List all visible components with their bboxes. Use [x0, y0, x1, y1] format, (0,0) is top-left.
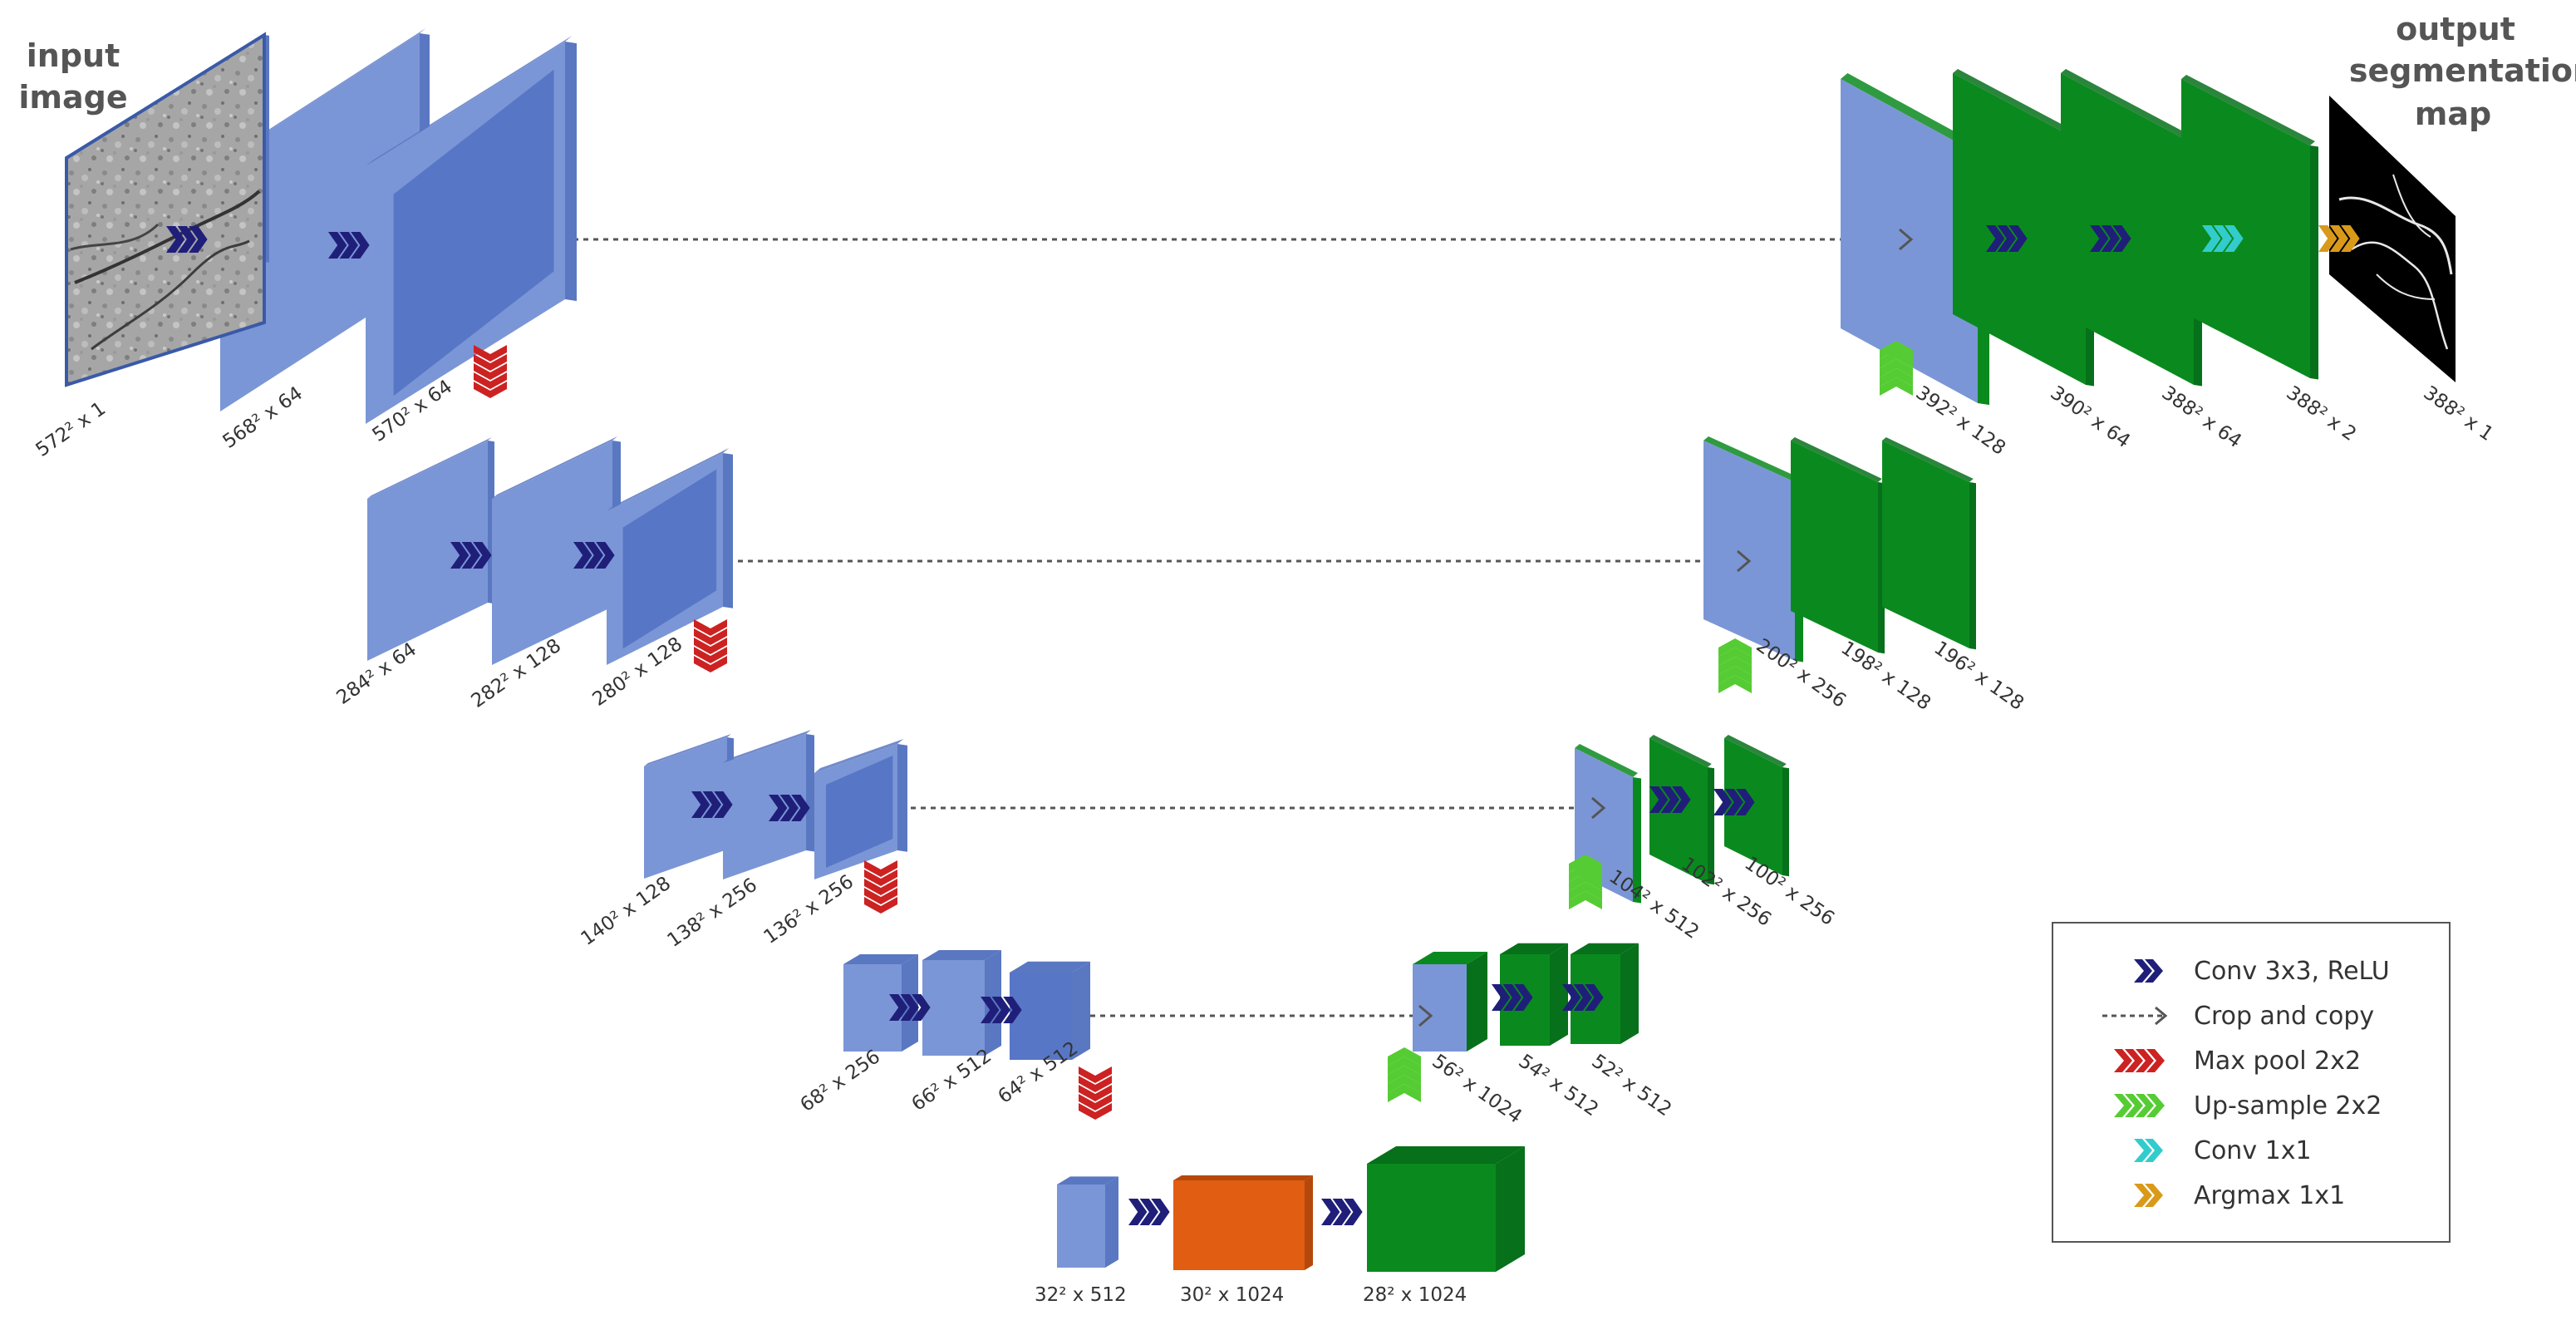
dim-label: 136² x 256 [760, 871, 858, 948]
dim-label: 140² x 128 [578, 873, 676, 950]
legend-label-crop-copy: Crop and copy [2194, 1002, 2374, 1031]
output-map-vessel-2 [2351, 241, 2449, 350]
crop-copy-connections [474, 238, 1903, 1017]
dim-label: 196² x 128 [1930, 638, 2028, 715]
encoder-block-280x128 [607, 448, 733, 665]
conv-3x3-arrow-15 [2090, 225, 2131, 252]
encoder-block-64x512 [1010, 961, 1090, 1060]
input-image-title-line1: input [27, 37, 120, 74]
conv-3x3-arrow-12 [1649, 786, 1691, 813]
decoder-block-28x1024 [1367, 1146, 1525, 1272]
dim-label: 388² x 2 [2283, 382, 2361, 446]
max-pool-arrow-4 [1079, 1066, 1112, 1120]
up-sample-arrow-2 [1569, 855, 1602, 909]
legend-icon-conv-3x3 [2134, 959, 2163, 983]
crop-copy-arrowhead-4 [1418, 1004, 1433, 1027]
legend-label-conv-1x1: Conv 1x1 [2194, 1136, 2312, 1165]
output-map-title-line2: segmentation [2349, 52, 2576, 89]
dim-label: 68² x 256 [797, 1046, 885, 1116]
output-map-vessel-1 [2338, 196, 2453, 275]
decoder-block-388x2 [2181, 75, 2318, 380]
legend-icon-conv-1x1 [2134, 1139, 2163, 1162]
conv-3x3-arrow-13 [1713, 789, 1755, 815]
dim-label: 388² x 1 [2420, 382, 2498, 446]
dim-label: 54² x 512 [1515, 1051, 1603, 1121]
conv-3x3-arrow-0 [166, 226, 208, 253]
conv-3x3-arrow-1 [328, 232, 370, 259]
output-segmentation-map [2329, 96, 2456, 382]
output-map-title-line3: map [2415, 96, 2491, 132]
output-map-vessel-4 [2376, 273, 2436, 300]
legend-icon-crop-copy [2102, 1006, 2168, 1026]
decoder-block-200x256 [1703, 436, 1803, 662]
dim-label: 30² x 1024 [1180, 1284, 1284, 1306]
conv-3x3-arrow-5 [769, 795, 810, 821]
crop-copy-arrowhead-3 [1591, 796, 1606, 820]
encoder-block-284x64 [367, 437, 494, 661]
encoder-block-136x256 [814, 739, 907, 879]
conv-3x3-arrow-14 [1986, 225, 2028, 252]
legend-label-max-pool: Max pool 2x2 [2194, 1047, 2361, 1076]
max-pool-arrow-3 [864, 860, 897, 914]
conv-3x3-arrow-7 [981, 997, 1022, 1023]
conv-3x3-arrow-6 [889, 994, 931, 1021]
decoder-block-196x128 [1882, 437, 1976, 650]
legend-label-conv-3x3: Conv 3x3, ReLU [2194, 957, 2390, 986]
dim-label: 572² x 1 [32, 398, 111, 461]
legend-label-up-sample: Up-sample 2x2 [2194, 1091, 2382, 1121]
crop-copy-arrowhead-2 [1737, 549, 1752, 573]
up-sample-arrow-1 [1388, 1047, 1421, 1102]
legend-icon-argmax [2134, 1184, 2163, 1207]
input-image-texture [65, 32, 266, 387]
encoder-block-32x512 [1057, 1176, 1118, 1268]
output-map-vessel-3 [2392, 174, 2431, 238]
dim-label: 56² x 1024 [1428, 1051, 1526, 1128]
conv-3x3-arrow-4 [691, 791, 733, 818]
encoder-block-68x256 [843, 954, 918, 1052]
decoder-block-100x256 [1724, 735, 1789, 877]
legend-icon-up-sample [2114, 1094, 2165, 1117]
max-pool-arrow-2 [694, 619, 727, 672]
decoder-block-56x1024 [1413, 952, 1487, 1052]
conv-3x3-arrow-10 [1492, 984, 1533, 1011]
input-image-crack-3 [70, 223, 160, 251]
legend-box [2052, 922, 2451, 1243]
dim-label: 28² x 1024 [1363, 1284, 1467, 1306]
up-sample-arrow-3 [1718, 638, 1752, 693]
encoder-block-140x128 [644, 734, 734, 879]
dim-label: 198² x 128 [1837, 638, 1935, 715]
input-image-title-line2: image [18, 79, 127, 116]
operation-arrows [166, 225, 2360, 1225]
bottleneck-block-30x1024 [1173, 1175, 1313, 1270]
input-image [65, 32, 266, 387]
output-map-title-line1: output [2396, 11, 2515, 47]
output-map [2329, 96, 2456, 382]
legend-icons [2102, 959, 2168, 1207]
encoder-block-138x256 [723, 730, 814, 879]
argmax-arrow [2318, 225, 2360, 252]
encoder-block-570x64 [366, 36, 577, 424]
input-image-crack-2 [91, 239, 250, 351]
conv-3x3-arrow-8 [1128, 1199, 1170, 1225]
conv-3x3-arrow-3 [573, 542, 615, 569]
dim-label: 52² x 512 [1588, 1051, 1676, 1121]
decoder-block-198x128 [1791, 437, 1885, 654]
conv-1x1-arrow [2202, 225, 2244, 252]
conv-3x3-arrow-9 [1321, 1199, 1363, 1225]
up-sample-arrow-4 [1880, 341, 1913, 396]
dim-label: 32² x 512 [1035, 1284, 1127, 1306]
legend-label-argmax: Argmax 1x1 [2194, 1181, 2345, 1210]
dim-label: 388² x 64 [2158, 382, 2246, 453]
legend-icon-max-pool [2114, 1049, 2165, 1072]
dim-label: 138² x 256 [664, 874, 762, 952]
crop-copy-arrowhead-1 [1899, 228, 1914, 251]
legend: Conv 3x3, ReLU Crop and copy Max pool 2x… [2052, 922, 2451, 1243]
conv-3x3-arrow-2 [450, 542, 492, 569]
max-pool-arrow-1 [474, 345, 507, 398]
dim-label: 390² x 64 [2047, 382, 2135, 453]
encoder-block-282x128 [492, 436, 621, 665]
conv-3x3-arrow-11 [1562, 984, 1604, 1011]
